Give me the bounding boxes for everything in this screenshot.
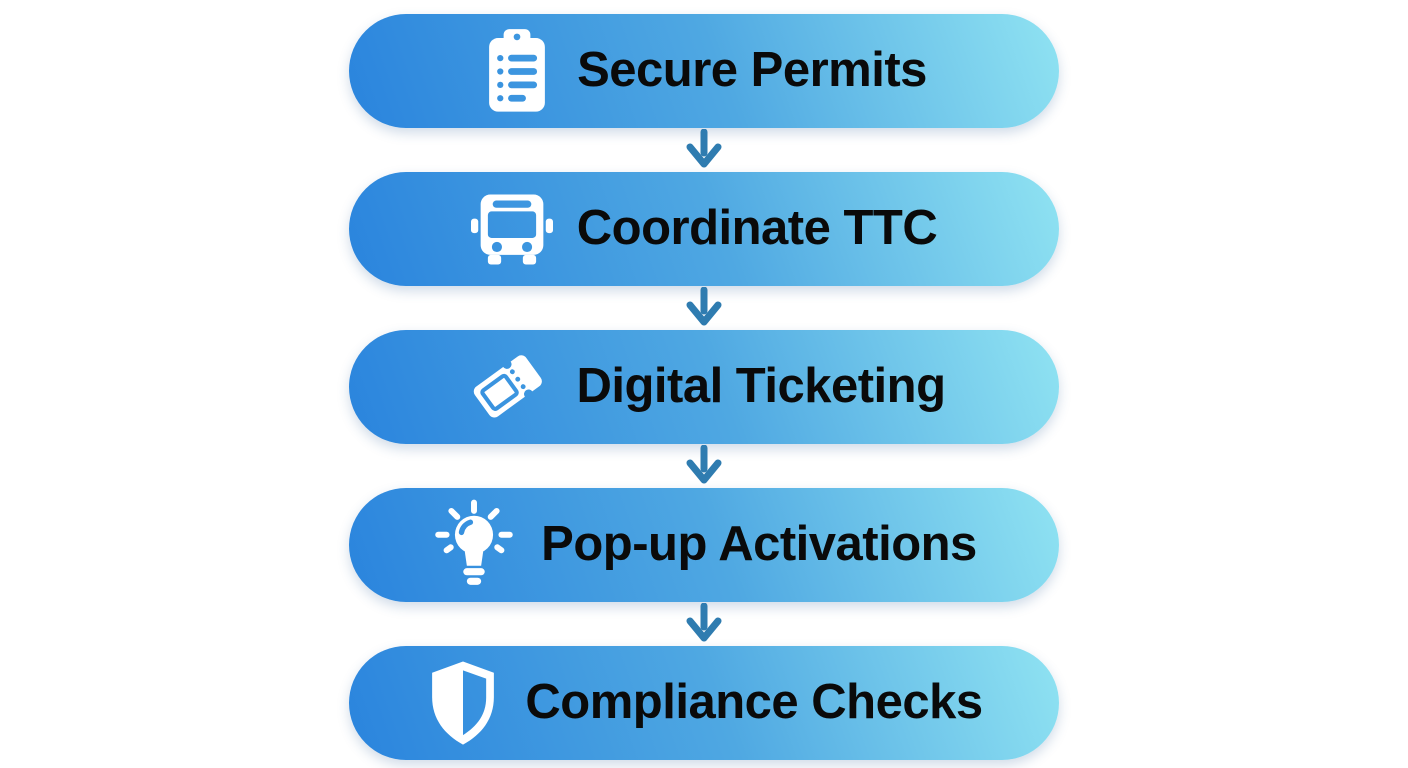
down-arrow-icon: [686, 287, 722, 326]
flow-step-compliance-checks: Compliance Checks: [349, 646, 1059, 760]
down-arrow-icon: [686, 129, 722, 168]
ticket-icon: [462, 342, 553, 432]
flow-step-label: Pop-up Activations: [541, 517, 977, 571]
flow-step-popup-activations: Pop-up Activations: [349, 488, 1059, 602]
flow-step-label: Compliance Checks: [525, 675, 983, 729]
down-arrow-icon: [686, 603, 722, 642]
flow-step-label: Secure Permits: [577, 43, 927, 97]
flow-connector: [349, 128, 1059, 172]
bus-icon: [470, 191, 553, 267]
lightbulb-icon: [431, 498, 518, 592]
flow-connector: [349, 444, 1059, 488]
flow-step-secure-permits: Secure Permits: [349, 14, 1059, 128]
flow-connector: [349, 602, 1059, 646]
shield-half-icon: [425, 659, 502, 747]
flow-step-coordinate-ttc: Coordinate TTC: [349, 172, 1059, 286]
clipboard-list-icon: [481, 27, 553, 115]
flow-step-digital-ticketing: Digital Ticketing: [349, 330, 1059, 444]
flow-step-label: Coordinate TTC: [576, 201, 938, 255]
flow-step-label: Digital Ticketing: [576, 359, 946, 413]
down-arrow-icon: [686, 445, 722, 484]
process-flowchart: Secure Permits: [349, 14, 1059, 760]
flow-connector: [349, 286, 1059, 330]
